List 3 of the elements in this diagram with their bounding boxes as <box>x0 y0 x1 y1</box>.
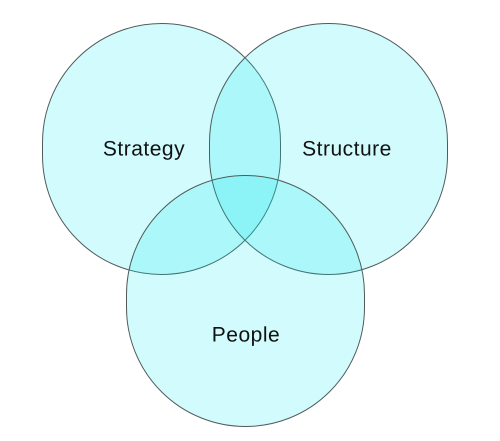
circle-label: Structure <box>302 138 392 160</box>
circle-label: Strategy <box>102 138 186 160</box>
circle-label: People <box>212 324 280 346</box>
